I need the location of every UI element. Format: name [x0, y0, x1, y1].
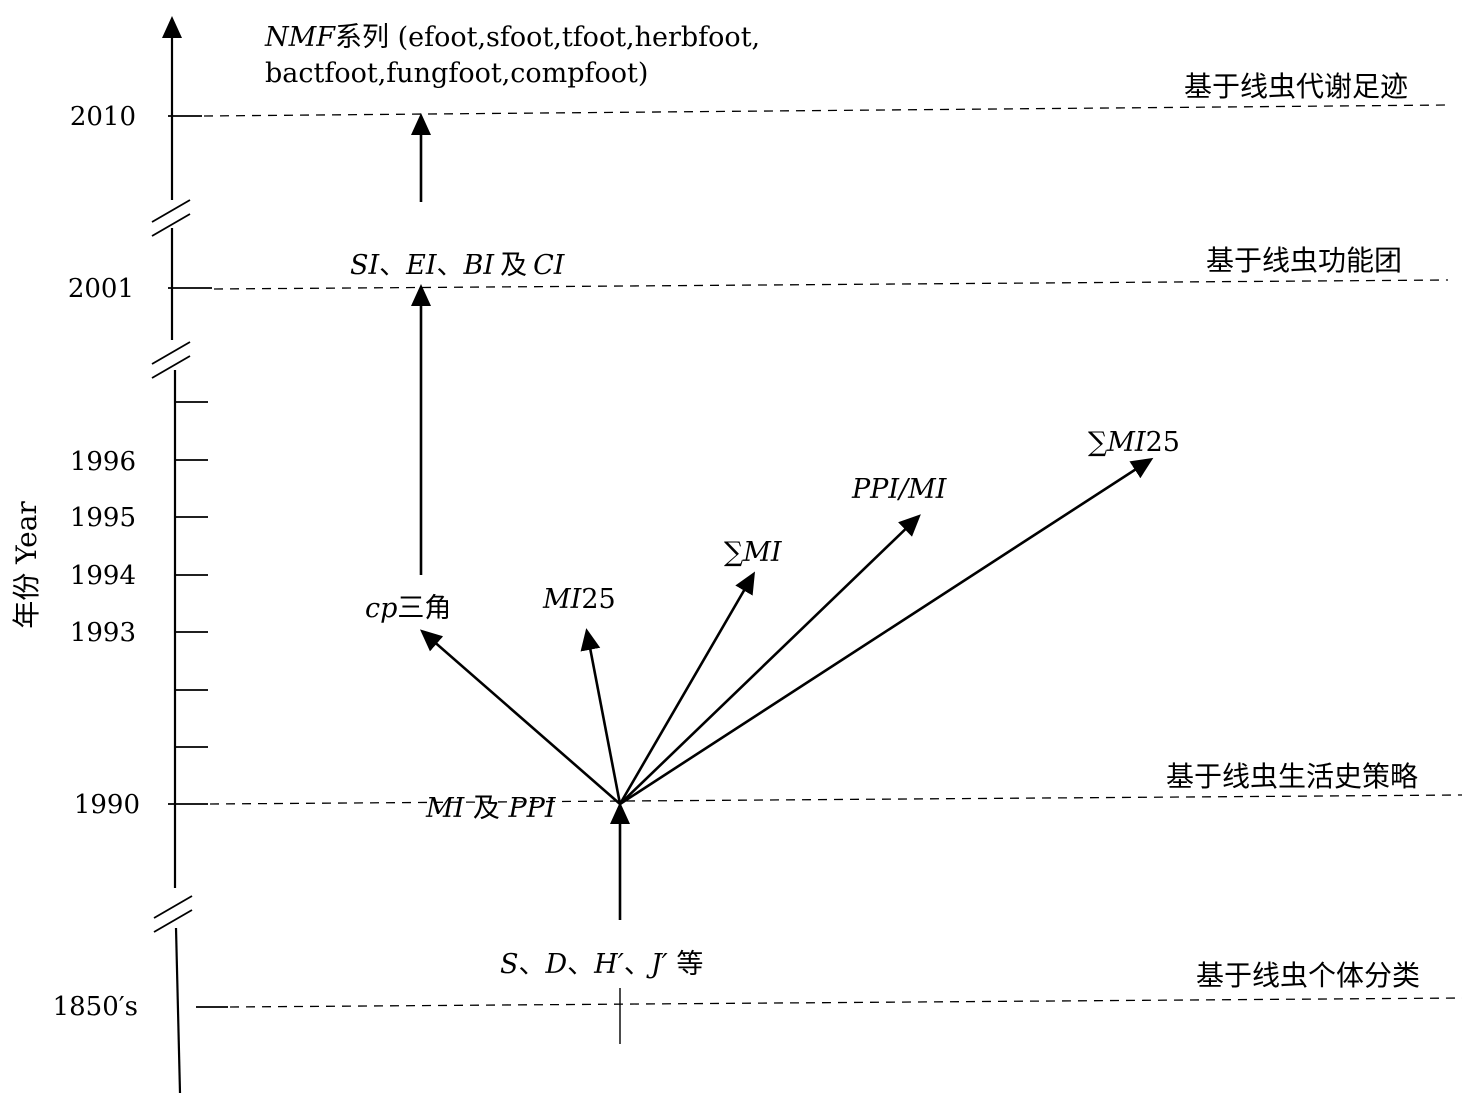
dashed-line-1990	[209, 794, 1463, 805]
label-nmf-series: NMF系列 (efoot,sfoot,tfoot,herbfoot,	[264, 22, 760, 53]
axis-title: 年份 Year	[10, 501, 43, 629]
label-sep-2: 、	[437, 250, 464, 281]
label-cp-triangle: cp三角	[365, 593, 451, 624]
label-bi: BI	[463, 250, 496, 281]
label-diversity-indices: S、D、H′、J′ 等	[500, 949, 703, 980]
axis-break-3	[153, 895, 193, 933]
year-label-1994: 1994	[70, 561, 136, 591]
label-nmf: NMF	[264, 22, 336, 53]
arrow-to-cp-triangle	[419, 629, 621, 805]
label-mi-ppi: MI 及 PPI	[425, 793, 557, 824]
arrow-to-ppi-mi	[619, 514, 921, 805]
category-functional-group: 基于线虫功能团	[1206, 244, 1402, 277]
label-sep-1: 、	[379, 250, 406, 281]
label-cp: cp	[365, 593, 397, 624]
label-ji: 及	[500, 250, 527, 281]
arrow-to-mi25	[580, 628, 622, 805]
dashed-line-2010	[203, 104, 1449, 117]
arrow-to-sum-mi25	[619, 457, 1154, 806]
category-footprint: 基于线虫代谢足迹	[1184, 70, 1408, 103]
year-label-2001: 2001	[68, 274, 134, 304]
label-ci: CI	[533, 250, 566, 281]
year-axis: 2010 2001 1996 1995 1994 1993 1990 1850′…	[10, 16, 228, 1093]
arrow-to-sum-mi	[618, 571, 756, 805]
label-cp-suffix: 三角	[397, 593, 451, 624]
category-lines	[203, 104, 1463, 1008]
label-mi25: MI25	[542, 584, 616, 615]
year-label-1996: 1996	[70, 447, 136, 477]
label-mi-ji: 及	[464, 793, 508, 824]
year-label-1995: 1995	[70, 503, 136, 533]
year-label-1850s: 1850′s	[53, 992, 138, 1022]
sum-sign-2: ∑	[1088, 427, 1107, 458]
axis-bottom-segment	[174, 927, 182, 1093]
label-s: S	[500, 949, 519, 980]
label-sum-mi: ∑MI	[724, 537, 783, 568]
label-sum-mi25: ∑MI25	[1088, 427, 1180, 458]
axis-break-1	[151, 199, 191, 237]
label-h: H′	[593, 949, 624, 980]
year-label-2010: 2010	[70, 102, 136, 132]
dashed-line-2001	[213, 279, 1449, 290]
label-mi: MI	[425, 793, 466, 824]
label-d: D	[545, 949, 568, 980]
label-ppi-mi: PPI/MI	[851, 474, 948, 505]
label-nmf-line2: bactfoot,fungfoot,compfoot)	[265, 58, 648, 89]
category-taxonomy: 基于线虫个体分类	[1196, 959, 1420, 992]
label-deng: 等	[668, 949, 704, 980]
label-nmf-suffix: 系列 (efoot,sfoot,tfoot,herbfoot,	[335, 22, 760, 53]
label-ei: EI	[405, 250, 438, 281]
year-label-1993: 1993	[70, 618, 136, 648]
year-label-1990: 1990	[74, 790, 140, 820]
axis-break-2	[151, 341, 191, 379]
label-si: SI	[350, 250, 380, 281]
label-j: J′	[646, 949, 668, 980]
label-ppi: PPI	[507, 793, 556, 824]
category-life-history: 基于线虫生活史策略	[1166, 760, 1418, 793]
dashed-line-1850s	[229, 997, 1463, 1008]
sum-sign: ∑	[724, 537, 743, 568]
